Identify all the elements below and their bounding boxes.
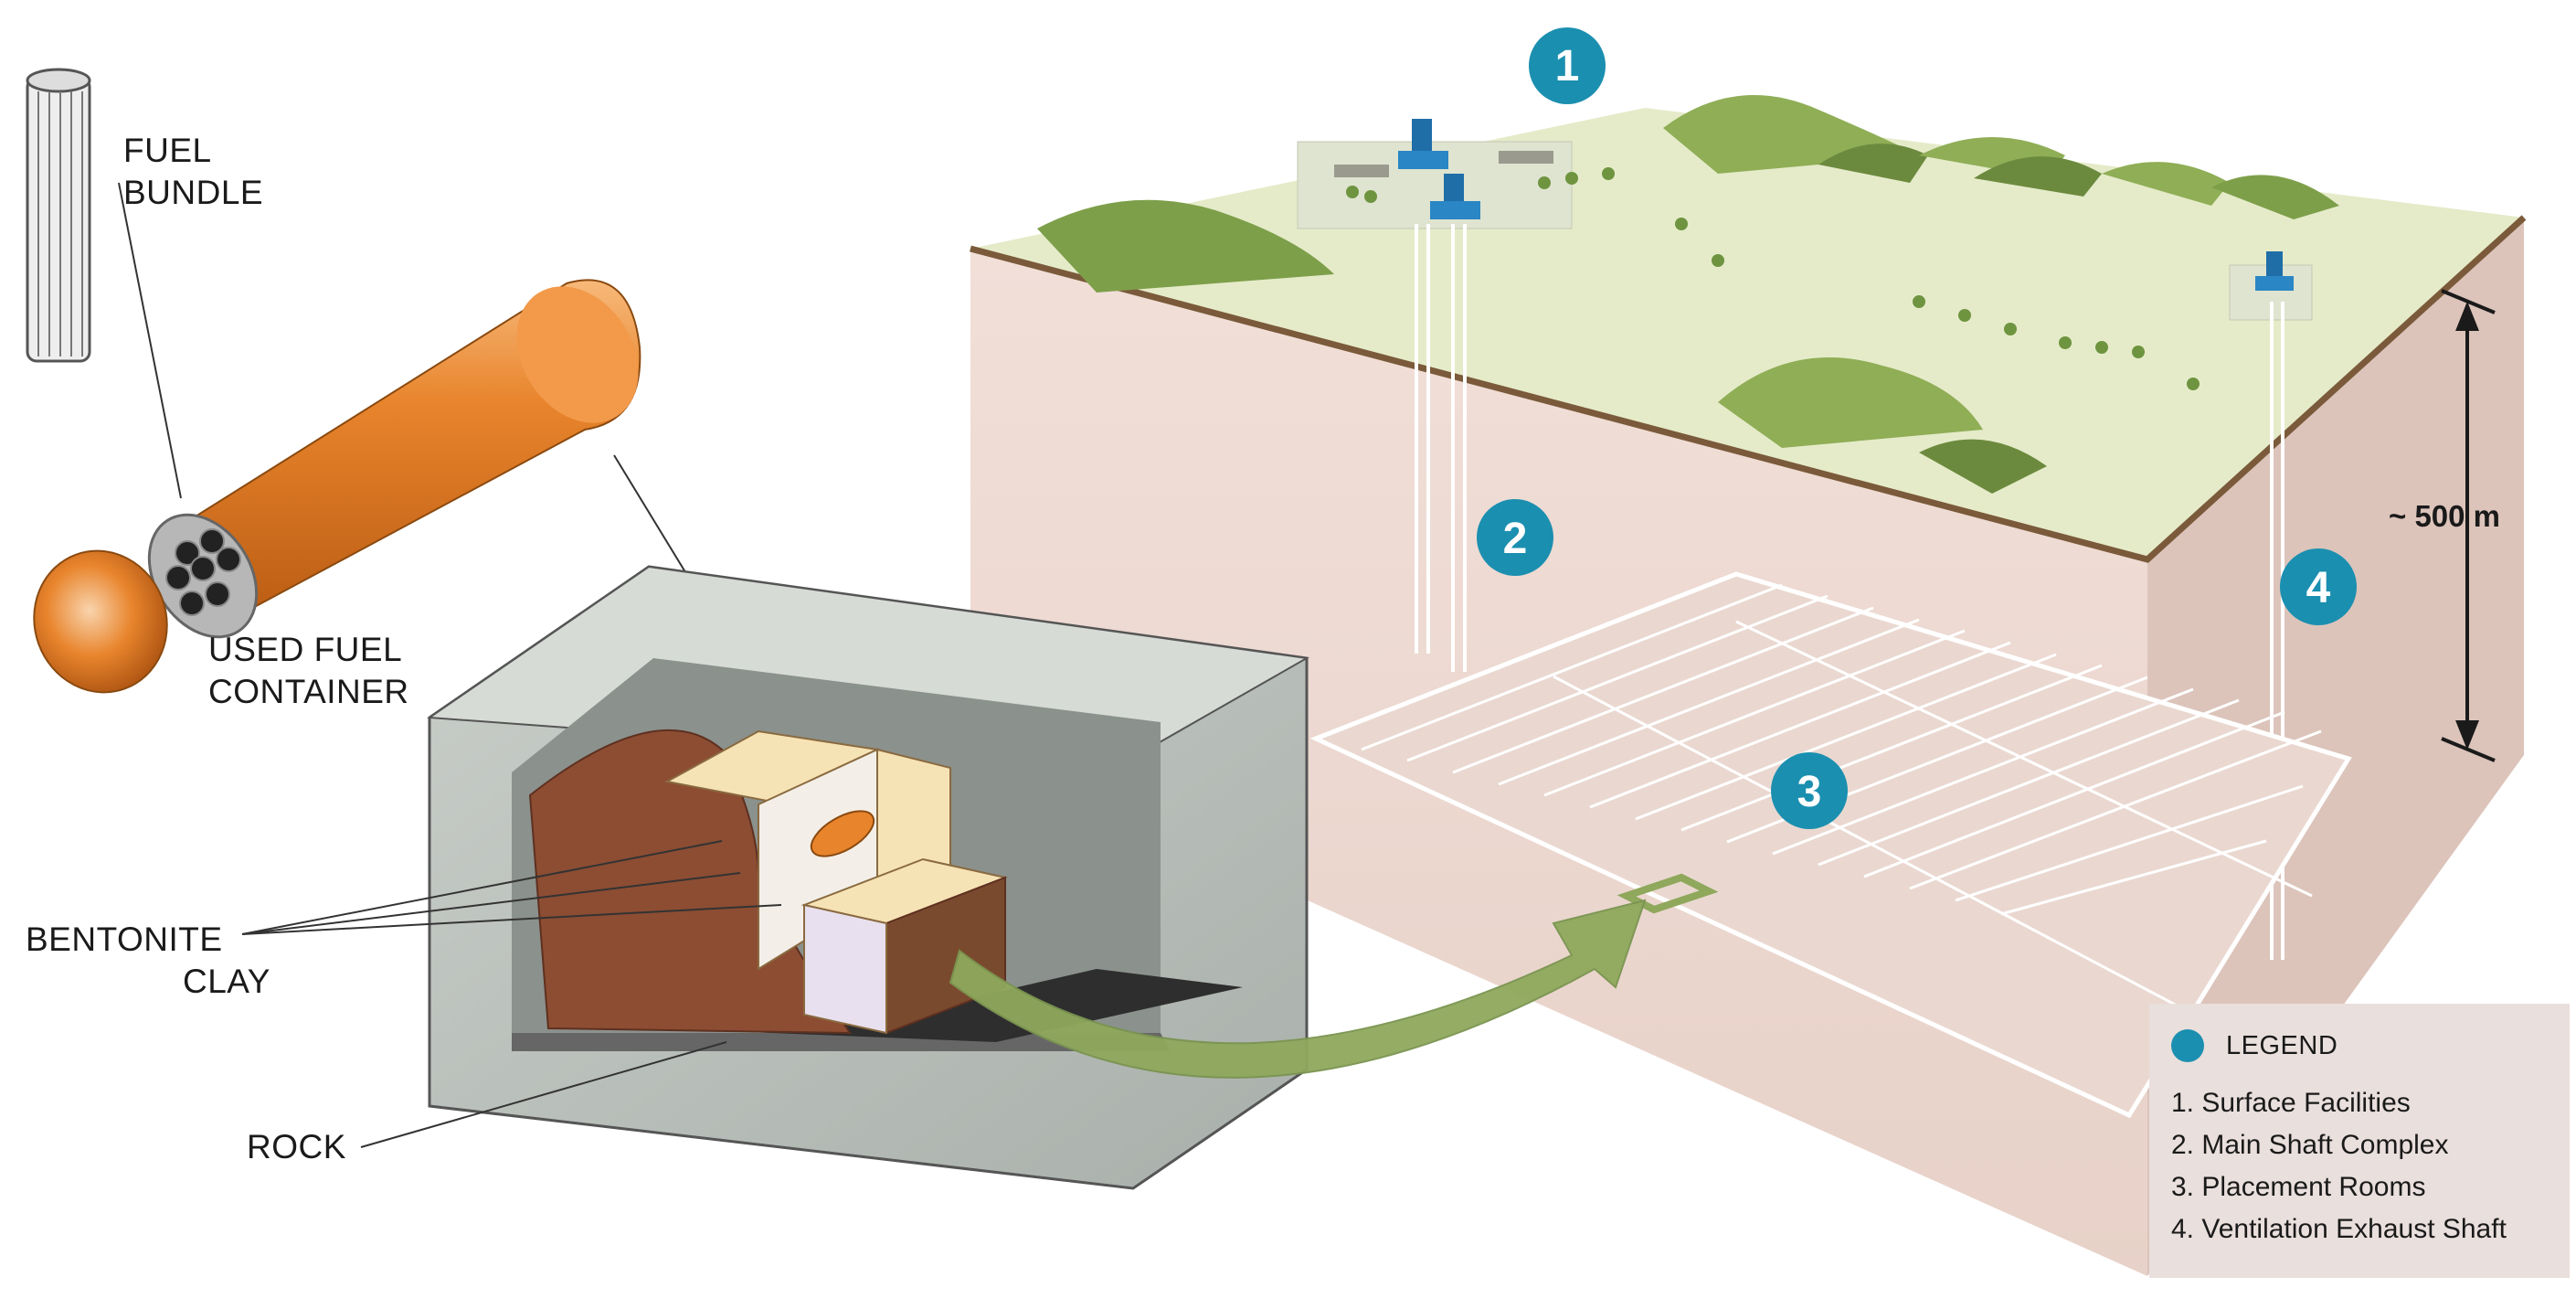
location-arrow <box>949 899 1647 1079</box>
depth-label: ~ 500 m <box>2389 499 2501 533</box>
svg-text:4: 4 <box>2306 564 2331 612</box>
svg-text:3: 3 <box>1797 768 1822 816</box>
container-label: USED FUEL CONTAINER <box>208 629 409 713</box>
legend-item-2: 2. Main Shaft Complex <box>2171 1130 2449 1160</box>
earth-block <box>970 95 2527 1276</box>
legend-item-1: 1. Surface Facilities <box>2171 1088 2411 1118</box>
fuel-bundle-label-line2: BUNDLE <box>123 174 264 211</box>
rock-label-text: ROCK <box>247 1128 346 1165</box>
legend-dot-icon <box>2171 1029 2204 1062</box>
rock-label: ROCK <box>247 1126 346 1168</box>
fuel-bundle-label-line1: FUEL <box>123 132 212 169</box>
fuel-bundle-label: FUEL BUNDLE <box>123 130 263 214</box>
legend-header: LEGEND <box>2171 1029 2551 1062</box>
fuel-bundle <box>26 68 182 499</box>
svg-text:1: 1 <box>1555 42 1580 90</box>
container-label-line2: CONTAINER <box>208 673 409 710</box>
svg-text:2: 2 <box>1503 515 1528 563</box>
badge-2: 2 <box>1477 499 1553 576</box>
trees <box>1346 167 2200 390</box>
badge-3: 3 <box>1771 752 1848 829</box>
container-label-line1: USED FUEL <box>208 631 403 668</box>
hills <box>1037 95 2339 494</box>
badge-4: 4 <box>2280 548 2357 625</box>
bentonite-label-line2: CLAY <box>183 963 270 1000</box>
placement-rooms <box>1309 571 2352 1119</box>
bentonite-label-line1: BENTONITE <box>26 921 223 958</box>
container-end-cap <box>33 549 168 694</box>
surface-edge <box>970 215 2527 563</box>
used-fuel-container <box>33 279 828 805</box>
legend-title: LEGEND <box>2226 1030 2338 1060</box>
legend-item-3: 3. Placement Rooms <box>2171 1172 2426 1202</box>
depth-marker <box>2441 289 2496 762</box>
legend-item-4: 4. Ventilation Exhaust Shaft <box>2171 1214 2507 1244</box>
badge-1: 1 <box>1529 27 1606 104</box>
legend: LEGEND 1. Surface Facilities 2. Main Sha… <box>2149 1004 2570 1278</box>
bentonite-label: BENTONITE CLAY <box>26 919 270 1003</box>
